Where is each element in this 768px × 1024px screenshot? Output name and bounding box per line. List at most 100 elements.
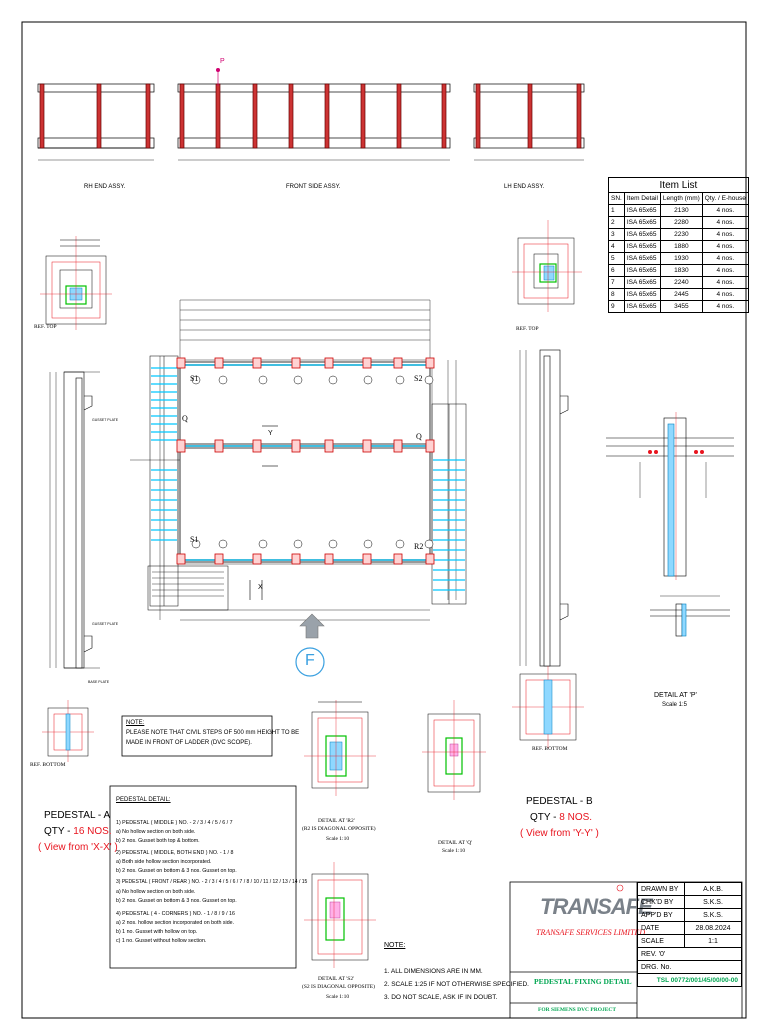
front-side-label: FRONT SIDE ASSY. <box>286 184 341 190</box>
pedestal-detail-line: a) 2 nos. hollow section incorporated on… <box>116 920 235 926</box>
field-label: REV. '0' <box>637 947 742 961</box>
field-value: S.K.S. <box>684 895 742 909</box>
section-y-label: Y <box>268 430 273 437</box>
plan-label-s1-top: S1 <box>190 374 199 383</box>
field-label: DRG. No. <box>637 960 742 974</box>
cell: 4 nos. <box>701 240 749 253</box>
pedestal-detail-line: 3) PEDESTAL ( FRONT / REAR ) NO. - 2 / 3… <box>116 879 308 885</box>
civil-note-box <box>121 715 273 757</box>
cell: 4 <box>608 240 625 253</box>
project-name: FOR SIEMENS DVC PROJECT <box>538 1007 617 1013</box>
general-note-line: 3. DO NOT SCALE, ASK IF IN DOUBT. <box>384 994 498 1001</box>
cell: 4 nos. <box>701 228 749 241</box>
detail-s2-title: DETAIL AT 'S2' <box>318 976 355 982</box>
cell: 3455 <box>659 300 703 313</box>
front-side-elevation <box>177 68 451 161</box>
pedestal-b-top-view <box>512 220 582 312</box>
cell: 6 <box>608 264 625 277</box>
cell: 3 <box>608 228 625 241</box>
section-x-label: X <box>258 584 263 591</box>
cell: 5 <box>608 252 625 265</box>
cell: 2230 <box>659 228 703 241</box>
pedestal-detail-box <box>109 785 297 969</box>
pedestal-number-circles <box>191 375 434 549</box>
detail-q-scale: Scale 1:10 <box>442 848 466 854</box>
pedestal-detail-line: 4) PEDESTAL ( 4 - CORNERS ) NO. - 1 / 8 … <box>116 911 235 917</box>
pedestal-a-qty: QTY - 16 NOS. <box>44 826 112 838</box>
field-label: DATE <box>637 921 685 935</box>
cell: ISA 65x65 <box>623 264 661 277</box>
field-value: 1:1 <box>684 934 742 948</box>
sheet-title: PEDESTAL FIXING DETAIL <box>534 977 632 986</box>
pedestal-a-ref-top: REF. TOP <box>34 324 57 330</box>
cell: ISA 65x65 <box>623 228 661 241</box>
rh-end-label: RH END ASSY. <box>84 184 126 190</box>
cell: ISA 65x65 <box>623 216 661 229</box>
north-letter: F <box>305 652 315 669</box>
cell: ISA 65x65 <box>623 204 661 217</box>
qty-value: 8 NOS. <box>559 812 593 823</box>
table-row: DRG. No. <box>637 960 742 974</box>
field-value: A.K.B. <box>684 882 742 896</box>
cell: 1 <box>608 204 625 217</box>
col-sn: SN. <box>608 192 625 205</box>
detail-p-scale: Scale 1:5 <box>662 702 688 708</box>
company-logo: TRANSAFE <box>540 894 653 919</box>
pedestal-b-ref-bottom: REF. BOTTOM <box>532 746 568 752</box>
plan-label-s1-bottom: S1 <box>190 535 199 544</box>
detail-p-drawing <box>606 412 734 637</box>
table-row: REV. '0' <box>637 947 742 961</box>
field-value: S.K.S. <box>684 908 742 922</box>
pedestal-detail-line: 1) PEDESTAL ( MIDDLE ) NO. - 2 / 3 / 4 /… <box>116 820 233 826</box>
detail-q-title: DETAIL AT 'Q' <box>438 840 473 846</box>
detail-p-title: DETAIL AT 'P' <box>654 692 697 699</box>
detail-r2-drawing <box>304 700 376 796</box>
general-notes-heading: NOTE: <box>384 942 406 949</box>
cell: 2240 <box>659 276 703 289</box>
field-label: DRAWN BY <box>637 882 685 896</box>
cell: 2280 <box>659 216 703 229</box>
table-row: TSL 00772/001/45/00/00-00 <box>637 973 742 987</box>
plan-pedestals <box>176 357 435 565</box>
cell: 1880 <box>659 240 703 253</box>
left-ladder <box>147 355 229 611</box>
general-note-line: 1. ALL DIMENSIONS ARE IN MM. <box>384 968 483 975</box>
item-list-table: Item List SN. Item Detail Length (mm) Qt… <box>608 177 749 313</box>
pedestal-a-note-2: GUSSET PLATE <box>92 622 119 626</box>
plan-label-r2: R2 <box>414 542 424 551</box>
civil-note-heading: NOTE: <box>126 720 145 726</box>
cell: 4 nos. <box>701 300 749 313</box>
civil-note-line-2: MADE IN FRONT OF LADDER (DVC SCOPE). <box>126 740 252 746</box>
qty-value: 16 NOS. <box>73 826 112 837</box>
pedestal-detail-heading: PEDESTAL DETAIL: <box>116 797 171 803</box>
pedestal-detail-line: a) No hollow section on both side. <box>116 889 196 895</box>
field-label: SCALE <box>637 934 685 948</box>
cell: ISA 65x65 <box>623 288 661 301</box>
cell: 1830 <box>659 264 703 277</box>
pedestal-a-view: ( View from 'X-X' ) <box>38 842 118 853</box>
detail-q-drawing <box>422 700 486 800</box>
detail-s2-scale: Scale 1:10 <box>326 994 350 1000</box>
detail-s2-sub: (S2 IS DIAGONAL OPPOSITE) <box>302 984 375 990</box>
general-note-line: 2. SCALE 1:25 IF NOT OTHERWISE SPECIFIED… <box>384 981 529 988</box>
pedestal-a-note-3: BASE PLATE <box>88 680 110 684</box>
pedestal-detail-line: a) No hollow section on both side. <box>116 829 196 835</box>
detail-r2-scale: Scale 1:10 <box>326 836 350 842</box>
detail-r2-sub: (R2 IS DIAGONAL OPPOSITE) <box>302 826 376 832</box>
pedestal-a-top-view <box>40 236 112 330</box>
plan-label-q-left: Q <box>182 414 188 423</box>
detail-r2-title: DETAIL AT 'R2' <box>318 818 355 824</box>
right-ladder <box>431 403 467 605</box>
field-value: 28.08.2024 <box>684 921 742 935</box>
pedestal-a-bottom-view <box>42 700 94 762</box>
pedestal-detail-line: 2) PEDESTAL ( MIDDLE, BOTH END ) NO. - 1… <box>116 850 234 856</box>
cell: 4 nos. <box>701 288 749 301</box>
